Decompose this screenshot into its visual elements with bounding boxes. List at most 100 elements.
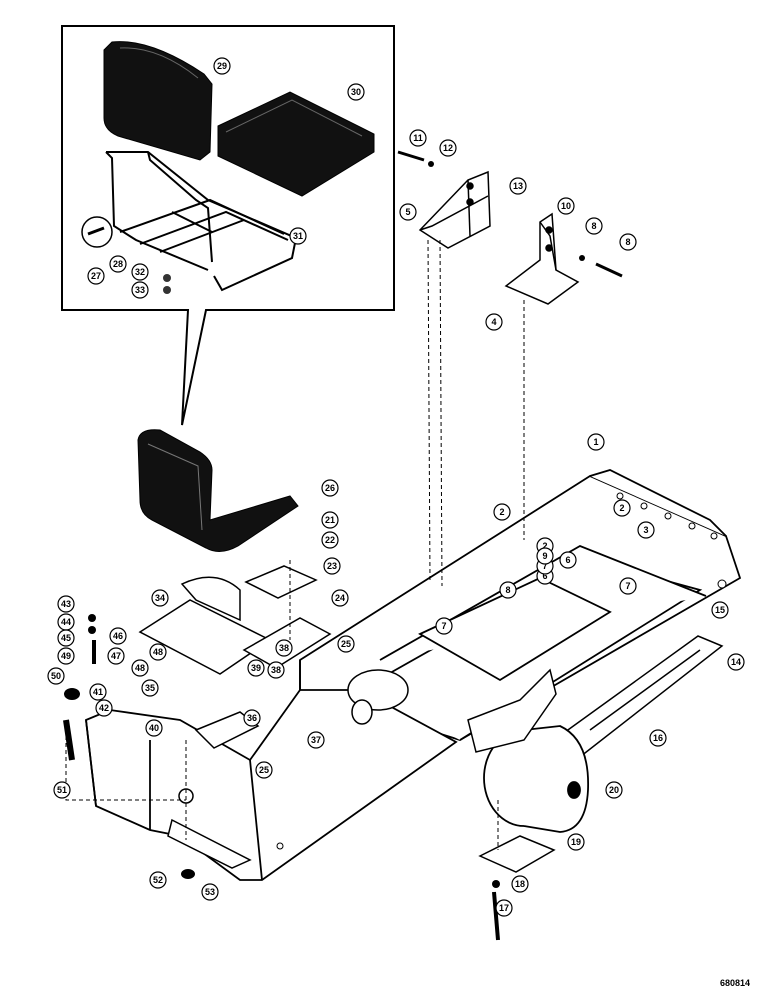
callout-c12: 12 xyxy=(439,139,457,157)
callout-bubble xyxy=(485,313,503,331)
callout-c8b: 8 xyxy=(585,217,603,235)
callout-c2b: 2 xyxy=(613,499,631,517)
seat-back-cushion xyxy=(103,41,213,161)
callout-c31: 31 xyxy=(289,227,307,245)
callout-bubble xyxy=(243,709,261,727)
callout-bubble xyxy=(331,589,349,607)
callout-bubble xyxy=(511,875,529,893)
callout-c37: 37 xyxy=(307,731,325,749)
callout-label: 16 xyxy=(653,733,663,743)
callout-bubble xyxy=(95,699,113,717)
callout-c2a: 2 xyxy=(493,503,511,521)
callout-label: 20 xyxy=(609,785,619,795)
callout-c4: 4 xyxy=(485,313,503,331)
callout-c36: 36 xyxy=(243,709,261,727)
callout-label: 44 xyxy=(61,617,71,627)
callout-c6a: 6 xyxy=(559,551,577,569)
callout-bubble xyxy=(247,659,265,677)
callout-label: 6 xyxy=(542,571,547,581)
callout-bubble xyxy=(131,659,149,677)
callout-bubble xyxy=(567,833,585,851)
callout-bubble xyxy=(201,883,219,901)
callout-label: 13 xyxy=(513,181,523,191)
callout-label: 43 xyxy=(61,599,71,609)
callout-c28: 28 xyxy=(109,255,127,273)
callout-bubble xyxy=(536,547,554,565)
callout-bubble xyxy=(727,653,745,671)
callout-label: 28 xyxy=(113,259,123,269)
callout-label: 27 xyxy=(91,271,101,281)
callout-label: 26 xyxy=(325,483,335,493)
callout-label: 24 xyxy=(335,593,345,603)
callout-c8a: 8 xyxy=(619,233,637,251)
callout-bubble xyxy=(289,227,307,245)
callout-c44: 44 xyxy=(57,613,75,631)
callout-c25b: 25 xyxy=(255,761,273,779)
callout-label: 52 xyxy=(153,875,163,885)
callout-c27: 27 xyxy=(87,267,105,285)
callout-c25a: 25 xyxy=(337,635,355,653)
callout-c14: 14 xyxy=(727,653,745,671)
callout-c49: 49 xyxy=(57,647,75,665)
callout-bubble xyxy=(109,627,127,645)
callout-label: 2 xyxy=(542,541,547,551)
plate-40 xyxy=(194,711,260,749)
hitch-hardware xyxy=(63,614,195,879)
callout-bubble xyxy=(613,499,631,517)
callout-bubble xyxy=(321,511,339,529)
washer-32 xyxy=(163,274,171,282)
callout-bubble xyxy=(323,557,341,575)
callout-label: 12 xyxy=(443,143,453,153)
callout-c42: 42 xyxy=(95,699,113,717)
callout-bubble xyxy=(145,719,163,737)
callout-bubble xyxy=(399,203,417,221)
callout-bubble xyxy=(637,521,655,539)
callout-label: 46 xyxy=(113,631,123,641)
callout-bubble xyxy=(151,589,169,607)
upper-bracket-10 xyxy=(504,212,580,305)
callout-c7a: 7 xyxy=(619,577,637,595)
callout-c18: 18 xyxy=(511,875,529,893)
callout-c19: 19 xyxy=(567,833,585,851)
callout-label: 21 xyxy=(325,515,335,525)
callout-bubble xyxy=(57,647,75,665)
callout-bubble xyxy=(307,731,325,749)
callout-c7b: 7 xyxy=(435,617,453,635)
callout-label: 10 xyxy=(561,201,571,211)
callout-bubble xyxy=(605,781,623,799)
callout-label: 3 xyxy=(643,525,648,535)
callout-bubble xyxy=(509,177,527,195)
seat-bottom-cushion xyxy=(217,91,375,197)
callout-bubble xyxy=(213,57,231,75)
callout-c38b: 38 xyxy=(267,661,285,679)
callout-label: 18 xyxy=(515,879,525,889)
callout-c24: 24 xyxy=(331,589,349,607)
callout-bubble xyxy=(57,629,75,647)
callout-label: 17 xyxy=(499,903,509,913)
callout-label: 2 xyxy=(499,507,504,517)
callout-bubble xyxy=(499,581,517,599)
bolt-11 xyxy=(397,150,425,162)
callout-label: 15 xyxy=(715,605,725,615)
callout-c10: 10 xyxy=(557,197,575,215)
callout-c43: 43 xyxy=(57,595,75,613)
callout-label: 22 xyxy=(325,535,335,545)
callout-label: 41 xyxy=(93,687,103,697)
callout-label: 50 xyxy=(51,671,61,681)
callout-label: 11 xyxy=(413,133,423,143)
callout-bubble xyxy=(141,679,159,697)
callout-c52: 52 xyxy=(149,871,167,889)
callout-c29: 29 xyxy=(213,57,231,75)
callout-label: 2 xyxy=(619,503,624,513)
callout-bubble xyxy=(493,503,511,521)
clamp-plate-19 xyxy=(478,835,556,873)
callout-label: 32 xyxy=(135,267,145,277)
callout-c38a: 38 xyxy=(275,639,293,657)
callout-label: 42 xyxy=(99,703,109,713)
callout-bubble xyxy=(109,255,127,273)
callout-c15: 15 xyxy=(711,601,729,619)
callout-c33: 33 xyxy=(131,281,149,299)
washer-9 xyxy=(579,255,585,261)
bolt-8-upper xyxy=(595,262,623,278)
